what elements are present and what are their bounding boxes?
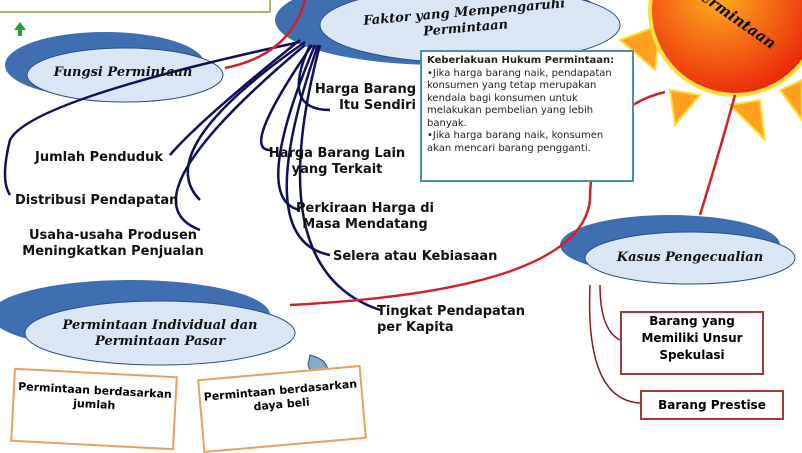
hukum-title: Keberlakuan Hukum Permintaan: — [427, 55, 615, 66]
diagram-canvas — [0, 0, 802, 404]
sun-rays — [618, 23, 802, 143]
cloud-faktor — [275, 0, 621, 65]
factor-harga-barang: Harga Barang Itu Sendiri — [314, 82, 416, 113]
factor-usaha-produsen: Usaha-usaha Produsen Meningkatkan Penjua… — [22, 228, 204, 259]
cloud-fungsi-label: Fungsi Permintaan — [53, 65, 193, 80]
factor-selera: Selera atau Kebiasaan — [333, 249, 498, 264]
cloud-fungsi — [5, 32, 224, 103]
cloud-individual — [0, 280, 329, 396]
factor-harga-lain: Harga Barang Lain yang Terkait — [268, 146, 406, 177]
factor-distribusi: Distribusi Pendapatan — [15, 193, 179, 208]
individual-jumlah-box: Permintaan berdasarkan jumlah — [10, 367, 178, 451]
up-arrow-icon — [14, 22, 26, 36]
factor-pendapatan: Tingkat Pendapatan per Kapita — [377, 304, 526, 335]
factor-perkiraan-harga: Perkiraan Harga di Masa Mendatang — [295, 201, 435, 232]
kasus-spekulasi: Barang yang Memiliki Unsur Spekulasi — [620, 311, 764, 375]
cloud-kasus — [560, 215, 796, 285]
cloud-individual-label: Permintaan Individual dan Permintaan Pas… — [62, 318, 258, 349]
connector-lines — [3, 39, 381, 312]
hukum-permintaan-box: Keberlakuan Hukum Permintaan: •Jika harg… — [420, 50, 634, 182]
individual-dayabeli-box: Permintaan berdasarkan daya beli — [197, 364, 367, 453]
hukum-item: •Jika harga barang naik, pendapatan kons… — [427, 67, 612, 129]
top-note-box — [0, 0, 271, 13]
kasus-prestise: Barang Prestise — [640, 390, 784, 420]
cloud-kasus-label: Kasus Pengecualian — [616, 250, 764, 265]
kasus-lines — [588, 284, 641, 404]
hukum-item: •Jika harga barang naik, konsumen akan m… — [427, 130, 604, 154]
factor-jumlah-penduduk: Jumlah Penduduk — [35, 150, 164, 165]
